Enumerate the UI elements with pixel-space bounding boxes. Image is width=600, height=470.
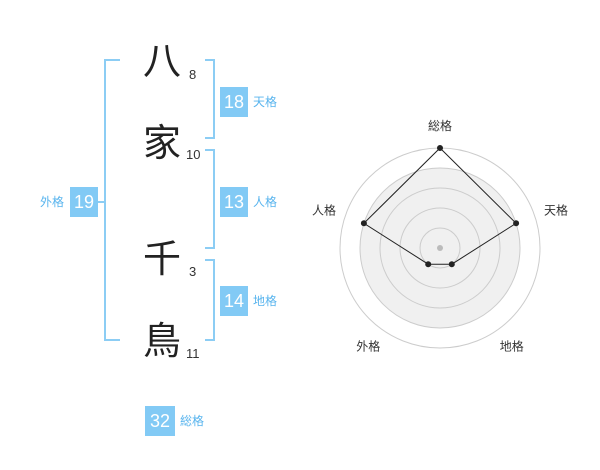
tenkaku-label: 天格 xyxy=(253,95,278,109)
jinkaku-value: 13 xyxy=(220,187,248,217)
chikaku-bracket xyxy=(205,259,215,341)
radar-series-polygon xyxy=(363,147,517,265)
stroke-count-1: 8 xyxy=(189,67,197,82)
name-char-3: 千 xyxy=(143,237,182,281)
gaikaku-bracket xyxy=(104,59,120,341)
radar-grid-ring-3 xyxy=(379,187,501,309)
stroke-count-4: 11 xyxy=(186,346,200,361)
radar-point-3 xyxy=(448,261,455,268)
radar-axis-label-4: 外格 xyxy=(356,339,380,354)
tenkaku-bracket xyxy=(205,59,215,139)
radar-axis-label-3: 地格 xyxy=(500,339,524,354)
radar-point-2 xyxy=(513,220,520,227)
radar-axis-label-5: 人格 xyxy=(312,202,336,217)
name-char-2: 家 xyxy=(143,121,182,165)
radar-point-5 xyxy=(360,220,367,227)
radar-grid-ring-2 xyxy=(399,207,481,289)
chikaku-value: 14 xyxy=(220,286,248,316)
radar-axis-label-2: 天格 xyxy=(544,202,568,217)
stroke-count-2: 10 xyxy=(186,147,201,162)
jinkaku-bracket xyxy=(205,149,215,249)
jinkaku-label: 人格 xyxy=(253,195,278,209)
radar-grid-ring-1 xyxy=(419,227,461,269)
radar-center-dot xyxy=(437,245,443,251)
stroke-count-3: 3 xyxy=(189,264,197,279)
name-char-4: 鳥 xyxy=(143,319,182,363)
gaikaku-value: 19 xyxy=(70,187,98,217)
name-char-1: 八 xyxy=(143,39,182,83)
radar-point-4 xyxy=(425,261,432,268)
radar-axis-label-1: 総格 xyxy=(428,118,452,133)
gaikaku-label: 外格 xyxy=(40,195,65,209)
soukaku-value: 32 xyxy=(145,406,175,436)
soukaku-label: 総格 xyxy=(180,414,205,428)
chikaku-label: 地格 xyxy=(253,294,278,308)
radar-point-1 xyxy=(437,145,443,151)
tenkaku-value: 18 xyxy=(220,87,248,117)
radar-grid-ring-4 xyxy=(359,167,521,329)
